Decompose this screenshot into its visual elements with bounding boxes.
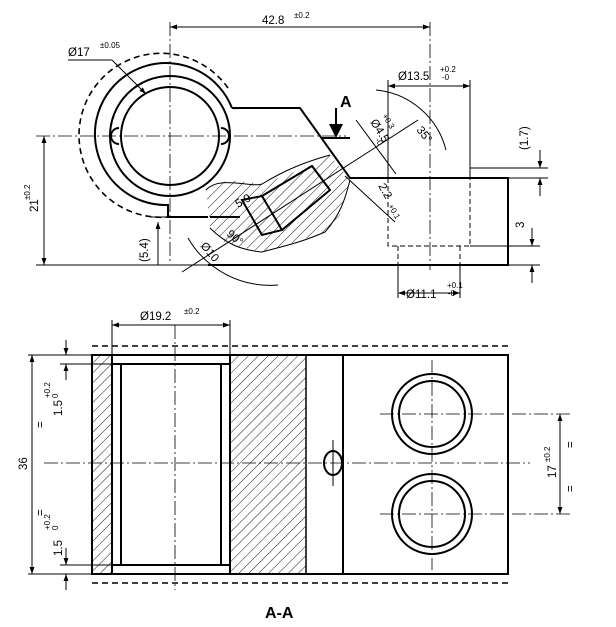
dim-height-21: 21 [29,199,41,212]
dim-pitch-17: 17 [547,465,559,478]
dim-bore-17-tol: ±0.05 [100,41,121,50]
dim-flange-bot-tol-low: 0 [51,525,60,530]
dim-1-7: (1.7) [519,126,531,150]
dim-4-5-line [355,119,397,175]
dim-hole-11-1-tol-up: +0.1 [447,281,463,290]
dim-depth-2-2-tol: +0.1 [386,203,402,222]
equal-mark-bottom: = [35,509,47,516]
dim-90-arc [187,237,279,286]
cbore-hidden [387,178,471,247]
section-view: A-A [44,325,572,622]
dim-bore-17: Ø17 [68,47,90,59]
hole-axis-line [181,119,419,273]
dim-width-36: 36 [18,457,30,470]
body-outline [94,62,509,266]
top-view: A [36,22,509,273]
dim-hole-11-1: Ø11.1 [406,289,436,301]
dim-angle-35: 35° [414,124,434,145]
dim-flange-top: 1.5 [53,400,65,416]
dim-42-8: 42.8 [262,15,284,27]
counterbore [240,164,332,237]
dim-pitch-17-tol: ±0.2 [543,446,552,462]
dim-thick-3: 3 [515,222,527,228]
dim-cbore-tol-low: -0 [442,73,450,82]
dim-flange-bottom: 1.5 [53,540,65,556]
hatch-middle [229,354,307,575]
dim-cbore-tol-up: +0.2 [440,65,456,74]
equal-mark-upper-pitch: = [565,441,577,448]
dim-hole-11-1-tol-low: -0 [448,289,456,298]
dim-hole-tol-low: -0 [373,136,385,147]
dim-35-arc [375,89,447,151]
right-notch [220,127,230,145]
equal-mark-top: = [35,421,47,428]
outer-ring-phantom [78,52,229,219]
dim-42-8-tol: ±0.2 [294,11,310,20]
dim-section-bore-tol: ±0.2 [184,307,200,316]
dim-2-2-line [344,175,396,223]
break-line [205,154,351,253]
dim-flange-top-tol-low: 0 [51,393,60,398]
dim-5-4: (5.4) [139,238,151,262]
dim-spot-10: Ø10 [198,240,221,264]
hatch-region [206,155,350,252]
equal-mark-lower-pitch: = [565,485,577,492]
dim-depth-2-2: 2.2 [375,182,393,202]
dim-17-leader [111,59,147,95]
dim-cbore-13-5: Ø13.5 [398,71,429,83]
hatch-left [91,354,113,575]
bore-outer [111,354,231,575]
dim-flange-top-tol-up: +0.2 [43,382,52,398]
dim-section-bore: Ø19.2 [140,311,171,323]
view-arrow-head [329,124,343,138]
view-label-a: A [340,94,352,111]
bore-inner [120,363,222,566]
top-view-dimensions: 42.8 ±0.2 Ø17 ±0.05 Ø13.5 +0.2 -0 (1.7) … [23,11,548,301]
dim-flange-bot-tol-up: +0.2 [43,514,52,530]
dim-height-21-tol: ±0.2 [23,184,32,200]
section-dimensions: Ø19.2 ±0.2 36 1.5 +0.2 0 = 1.5 +0.2 0 = … [18,307,577,590]
section-label: A-A [265,605,294,622]
